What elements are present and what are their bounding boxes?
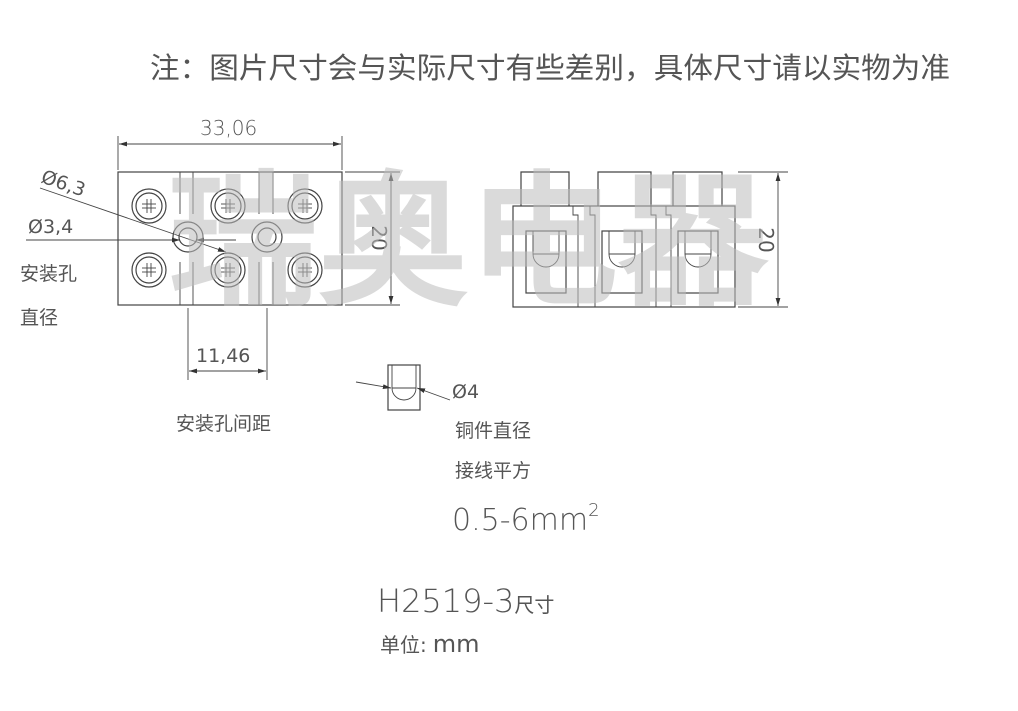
wire-area-label: 接线平方 [455,460,531,482]
side-view [512,171,736,308]
screw-icon [287,252,323,288]
left-height-dimension: 20 [345,171,400,306]
copper-part [355,364,451,411]
screw-icon [287,188,323,224]
mount-spacing-label: 安装孔间距 [176,413,271,435]
top-view [117,171,343,306]
watermark: 瑞奥电器 [168,158,769,327]
width-value: 33,06 [200,116,257,140]
screw-icon [131,188,167,224]
wire-range-value: 0.5-6mm2 [452,500,600,538]
model-title: H2519-3尺寸 [377,582,554,620]
unit-label: 单位:mm [380,630,480,658]
hole-dia-value: Ø3,4 [28,216,73,238]
copper-dia-value: Ø4 [452,381,479,403]
screw-icon [131,252,167,288]
mount-hole-left [172,221,204,253]
wire-entry [525,230,567,294]
screw-icon [210,188,246,224]
width-dimension: 33,06 [117,116,343,170]
mount-spacing-dimension: 11,46 [187,308,268,380]
height-right-value: 20 [754,227,778,252]
mount-spacing-value: 11,46 [196,345,250,367]
hole-dia-leader: Ø3,4 [26,216,236,243]
wire-entry [601,230,643,294]
screw-icon [210,252,246,288]
wire-entry [677,230,719,294]
mount-hole-right [251,221,283,253]
right-height-dimension: 20 [738,171,788,308]
mount-hole-dia-label-1: 安装孔 [20,263,77,285]
note-text: 注：图片尺寸会与实际尺寸有些差别，具体尺寸请以实物为准 [150,51,950,85]
copper-dia-label: 铜件直径 [455,420,531,442]
height-left-value: 20 [367,225,391,250]
mount-hole-dia-label-2: 直径 [20,307,58,329]
